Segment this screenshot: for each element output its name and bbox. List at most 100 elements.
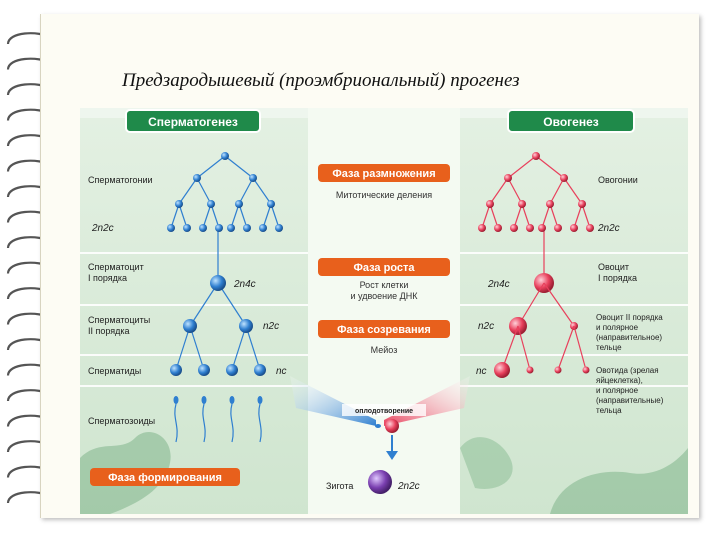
gonium-cell (275, 224, 283, 232)
decor-blob-right-2 (460, 437, 513, 489)
spermatid-cell (254, 364, 266, 376)
ploidy-oocyte1: 2n4c (487, 279, 510, 290)
sperm-head-fertilizing (375, 424, 381, 428)
polar-body-cell (554, 366, 562, 374)
fertilization-label: оплодотворение (355, 408, 413, 415)
label-spermatocytes2-b: II порядка (88, 326, 130, 336)
label-spermatogonia: Сперматогонии (88, 175, 153, 185)
spermatozoon (173, 396, 179, 443)
gonium-cell (221, 152, 229, 160)
phase-formation: Фаза формирования (108, 472, 222, 484)
ploidy-spermatid: nc (276, 366, 287, 377)
gonium-cell (478, 224, 486, 232)
gonium-cell (267, 200, 275, 208)
gonium-cell (532, 152, 540, 160)
egg-cell-fertilized (385, 419, 399, 433)
phase-growth-desc-1: Рост клетки (360, 280, 409, 290)
zygote-label: Зигота (326, 481, 353, 491)
phase-reproduction-box (318, 164, 450, 182)
gonium-cell (538, 224, 546, 232)
gonium-cell (578, 200, 586, 208)
ploidy-spermatogonia: 2n2c (91, 223, 114, 234)
label-oocyte1-b: I порядка (598, 273, 637, 283)
row-dividers (80, 252, 688, 387)
ploidy-oogonia: 2n2c (597, 223, 620, 234)
gonium-cell (175, 200, 183, 208)
gonium-cell (518, 200, 526, 208)
oogenesis-tree (478, 152, 594, 378)
polar-body-cell (582, 366, 590, 374)
label-spermatocytes2-a: Сперматоциты (88, 315, 150, 325)
gonium-cell (526, 224, 534, 232)
label-spermatocyte1-b: I порядка (88, 273, 127, 283)
ploidy-spermatocyte1: 2n4c (233, 279, 256, 290)
polar-body-cell (526, 366, 534, 374)
gonium-cell (207, 200, 215, 208)
spermatid-cell (198, 364, 210, 376)
gonium-cell (243, 224, 251, 232)
spermatocyte-2-cell (183, 319, 197, 333)
right-header: Овогенез (543, 115, 598, 129)
zygote-cell (368, 470, 392, 494)
right-header-box (507, 109, 635, 133)
page-title: Предзародышевый (проэмбриональный) проге… (122, 70, 520, 91)
gonium-cell (546, 200, 554, 208)
gonium-cell (259, 224, 267, 232)
phase-maturation-desc: Мейоз (371, 345, 398, 355)
ploidy-ootid: nc (476, 366, 487, 377)
label-oogonia: Овогонии (598, 175, 638, 185)
progenesis-diagram: Сперматогенез Овогенез Фаза размножения … (80, 108, 688, 514)
spermatocyte-1-cell (210, 275, 226, 291)
label-ootid-a: Овотида (зрелая (596, 366, 659, 375)
gonium-cell (554, 224, 562, 232)
decor-blob-right (550, 448, 688, 514)
gonium-cell (570, 224, 578, 232)
ploidy-spermatocyte2: n2c (263, 321, 279, 332)
gonium-cell (586, 224, 594, 232)
gonium-cell (227, 224, 235, 232)
phase-reproduction: Фаза размножения (332, 168, 435, 180)
ploidy-zygote: 2n2c (397, 481, 420, 492)
phase-growth: Фаза роста (353, 262, 415, 274)
label-oocyte1-a: Овоцит (598, 262, 629, 272)
label-oocyte2-a: Овоцит II порядка (596, 313, 663, 322)
gonium-cell (183, 224, 191, 232)
label-ootid-c: и полярное (596, 386, 639, 395)
spermatozoon (229, 396, 235, 443)
gonium-cell (235, 200, 243, 208)
spermatozoon (201, 396, 207, 443)
spermatid-cell (226, 364, 238, 376)
phase-growth-box (318, 258, 450, 276)
gonium-cell (504, 174, 512, 182)
phase-growth-desc-2: и удвоение ДНК (350, 291, 418, 301)
spermatid-cell (170, 364, 182, 376)
label-oocyte2-b: и полярное (596, 323, 639, 332)
spermatozoon (257, 396, 263, 443)
gonium-cell (486, 200, 494, 208)
phase-maturation-box (318, 320, 450, 338)
gonium-cell (510, 224, 518, 232)
gonium-cell (494, 224, 502, 232)
gonium-cell (560, 174, 568, 182)
phase-maturation: Фаза созревания (337, 324, 431, 336)
phase-formation-box (90, 468, 240, 486)
gonium-cell (167, 224, 175, 232)
phase-reproduction-desc: Митотические деления (336, 190, 432, 200)
ootid-cell (494, 362, 510, 378)
zygote-arrow-head (386, 451, 398, 460)
spermatogenesis-tree (167, 152, 283, 443)
ploidy-oocyte2: n2c (478, 321, 494, 332)
label-spermatocyte1-a: Сперматоцит (88, 262, 144, 272)
label-ootid-d: (направительные) (596, 396, 664, 405)
left-header-box (125, 109, 261, 133)
female-panel (460, 118, 688, 514)
label-oocyte2-d: тельце (596, 343, 622, 352)
label-oocyte2-c: (направительное) (596, 333, 662, 342)
gonium-cell (249, 174, 257, 182)
label-spermatids: Сперматиды (88, 366, 141, 376)
fertilization-label-box (342, 404, 426, 416)
label-spermatozoa: Сперматозоиды (88, 416, 155, 426)
left-header: Сперматогенез (148, 115, 238, 129)
gonium-cell (193, 174, 201, 182)
label-ootid-e: тельца (596, 406, 622, 415)
